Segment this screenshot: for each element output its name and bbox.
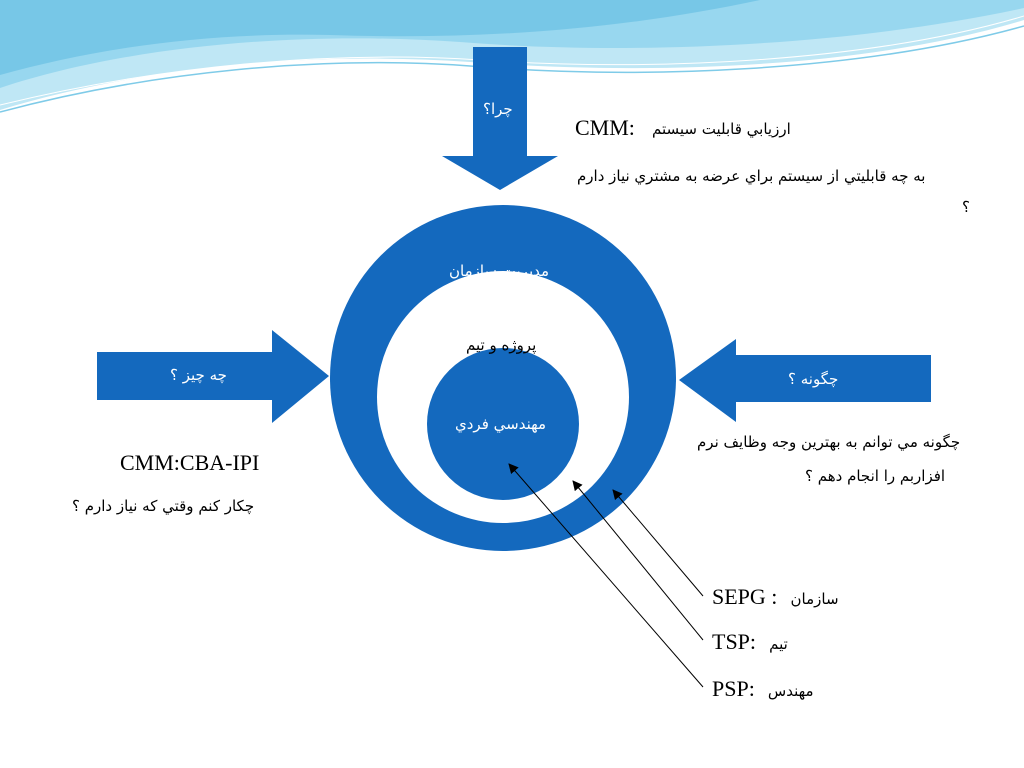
pointer-line-tsp [572,480,704,641]
top-arrow [442,47,558,190]
cmm-cba-ipi-title: CMM:CBA-IPI [120,450,260,475]
inner-circle-individual [427,348,579,500]
legend-label: تيم [769,635,788,653]
legend-code: PSP: [712,676,755,701]
outer-circle-label: مديريت سازمان [449,262,550,280]
top-question-line1: به چه قابليتي از سيستم براي عرضه به مشتر… [577,167,926,185]
middle-circle-label: پروژه و تيم [466,336,537,354]
left-arrow [97,330,329,423]
legend-code: SEPG : [712,584,778,609]
pointer-line-psp [508,463,704,688]
top-arrow-label: چرا؟ [483,100,513,118]
cmm-description: ارزيابي قابليت سيستم [652,120,791,138]
top-question-line2: ؟ [962,198,970,216]
pointer-line-sepg [612,489,704,597]
left-arrow-label: چه چيز ؟ [170,366,227,384]
left-question: چكار كنم وقتي كه نياز دارم ؟ [72,497,255,515]
legend-label: مهندس [767,682,814,700]
right-question-line1: چگونه مي توانم به بهترين وجه وظايف نرم [697,433,961,451]
cmm-title: CMM: [575,115,635,140]
inner-circle-label: مهندسي فردي [455,415,547,433]
legend-item-sepg: SEPG : سازمان [712,584,839,610]
right-arrow-label: چگونه ؟ [788,370,839,388]
legend-item-psp: PSP: مهندس [712,676,814,702]
right-question-line2: افزاربم را انجام دهم ؟ [805,467,946,485]
right-arrow [679,339,931,422]
legend-code: TSP: [712,629,757,654]
legend-label: سازمان [790,590,839,608]
legend-item-tsp: TSP: تيم [712,629,788,655]
